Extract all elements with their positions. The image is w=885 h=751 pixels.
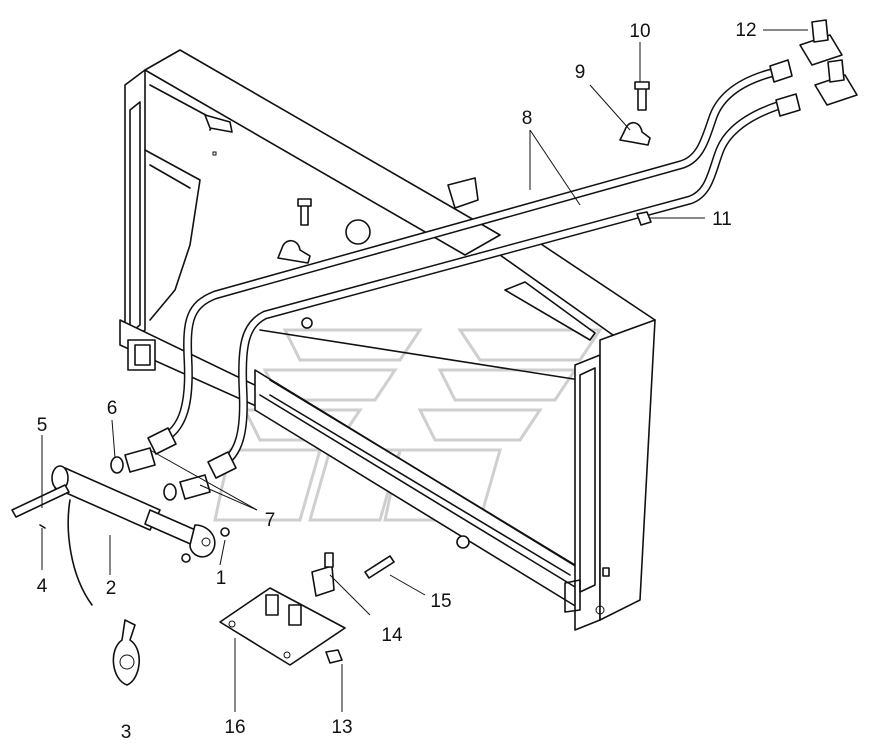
callout-7: 7 xyxy=(265,510,276,531)
callout-6: 6 xyxy=(107,398,118,419)
hydraulic-hoses xyxy=(147,59,801,479)
callout-5: 5 xyxy=(37,415,48,436)
small-parts xyxy=(181,527,230,563)
callout-12: 12 xyxy=(735,20,756,41)
callout-10: 10 xyxy=(629,21,650,42)
roll-pin xyxy=(364,555,395,579)
clip xyxy=(39,499,93,606)
washers-and-adapters xyxy=(110,447,211,501)
callout-15: 15 xyxy=(430,591,451,612)
callout-13: 13 xyxy=(331,717,352,738)
callout-4: 4 xyxy=(37,576,48,597)
callout-11: 11 xyxy=(712,209,732,230)
hydraulic-cylinder xyxy=(51,465,216,558)
callout-labels: 1 2 3 4 5 6 7 8 9 10 11 12 13 14 15 16 xyxy=(37,20,757,743)
clamp-bolt xyxy=(297,81,650,226)
bracket xyxy=(311,552,335,597)
mounting-plate xyxy=(219,587,346,666)
callout-9: 9 xyxy=(575,62,586,83)
pin xyxy=(11,484,70,518)
callout-16: 16 xyxy=(224,717,245,738)
hose-clamp xyxy=(277,121,651,264)
callout-3: 3 xyxy=(121,722,132,743)
callout-1: 1 xyxy=(216,568,227,589)
t-fittings xyxy=(799,19,858,106)
leader-lines xyxy=(41,29,808,712)
callout-8: 8 xyxy=(522,108,533,129)
nut xyxy=(325,211,652,664)
parts-tag xyxy=(112,619,140,686)
callout-2: 2 xyxy=(106,578,117,599)
coupler-frame xyxy=(119,49,656,631)
callout-14: 14 xyxy=(381,625,403,646)
